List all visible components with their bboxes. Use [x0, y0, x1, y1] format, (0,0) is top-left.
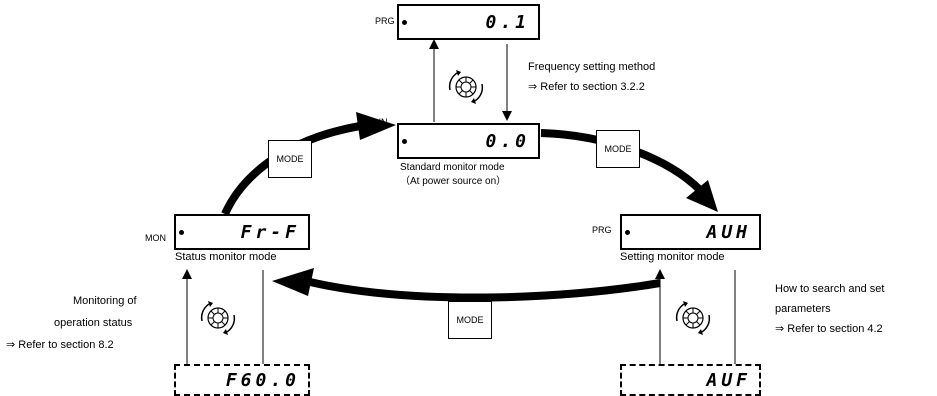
mode-button-label: MODE — [604, 144, 632, 154]
note-monitoring-line3: ⇒ Refer to section 8.2 — [6, 339, 114, 351]
left-indicator-label: MON — [145, 233, 166, 243]
right-display-value: AUH — [706, 221, 751, 243]
left-display-value: Fr-F — [240, 221, 300, 243]
mode-button-bottom: MODE — [448, 301, 492, 339]
right-display: AUH — [620, 214, 761, 250]
mode-arrow-center-to-right-head — [686, 180, 718, 212]
rotary-dial-icon — [448, 70, 484, 104]
mode-button-label: MODE — [276, 154, 304, 164]
bottom-right-display: AUF — [620, 364, 761, 396]
mode-button-right: MODE — [596, 130, 640, 168]
left-display: Fr-F — [174, 214, 310, 250]
note-search-line3: ⇒ Refer to section 4.2 — [775, 323, 883, 335]
mode-arrow-left-to-center-head — [356, 112, 396, 140]
mode-arrow-right-to-left-head — [272, 268, 314, 296]
right-indicator-label: PRG — [592, 225, 612, 235]
indicator-led — [625, 230, 630, 235]
note-monitoring-line1: Monitoring of — [73, 295, 137, 307]
rotary-dial-icon — [675, 301, 711, 335]
mode-button-left: MODE — [268, 140, 312, 178]
note-search-line1: How to search and set — [775, 283, 885, 295]
center-display-value: 0.0 — [485, 130, 530, 152]
top-indicator-label: PRG — [375, 16, 395, 26]
center-caption-line2: （At power source on） — [400, 176, 507, 187]
note-search-line2: parameters — [775, 303, 831, 315]
bottom-right-display-value: AUF — [706, 369, 751, 391]
rotary-dial-icon — [200, 301, 236, 335]
center-display: 0.0 — [397, 123, 540, 159]
bottom-left-display: F60.0 — [174, 364, 310, 396]
note-frequency-line2: ⇒ Refer to section 3.2.2 — [528, 81, 645, 93]
mode-button-label: MODE — [456, 315, 484, 325]
note-frequency-line1: Frequency setting method — [528, 61, 656, 73]
indicator-led — [179, 230, 184, 235]
top-display: 0.1 — [397, 4, 540, 40]
right-caption: Setting monitor mode — [620, 251, 725, 263]
mode-arrow-right-to-left — [309, 278, 661, 302]
center-caption-line1: Standard monitor mode — [400, 162, 505, 173]
center-indicator-label: RUN — [368, 117, 388, 127]
top-display-value: 0.1 — [485, 11, 530, 33]
bottom-left-display-value: F60.0 — [225, 369, 300, 391]
indicator-led — [402, 139, 407, 144]
note-monitoring-line2: operation status — [54, 317, 133, 329]
indicator-led — [402, 20, 407, 25]
left-caption: Status monitor mode — [175, 251, 277, 263]
